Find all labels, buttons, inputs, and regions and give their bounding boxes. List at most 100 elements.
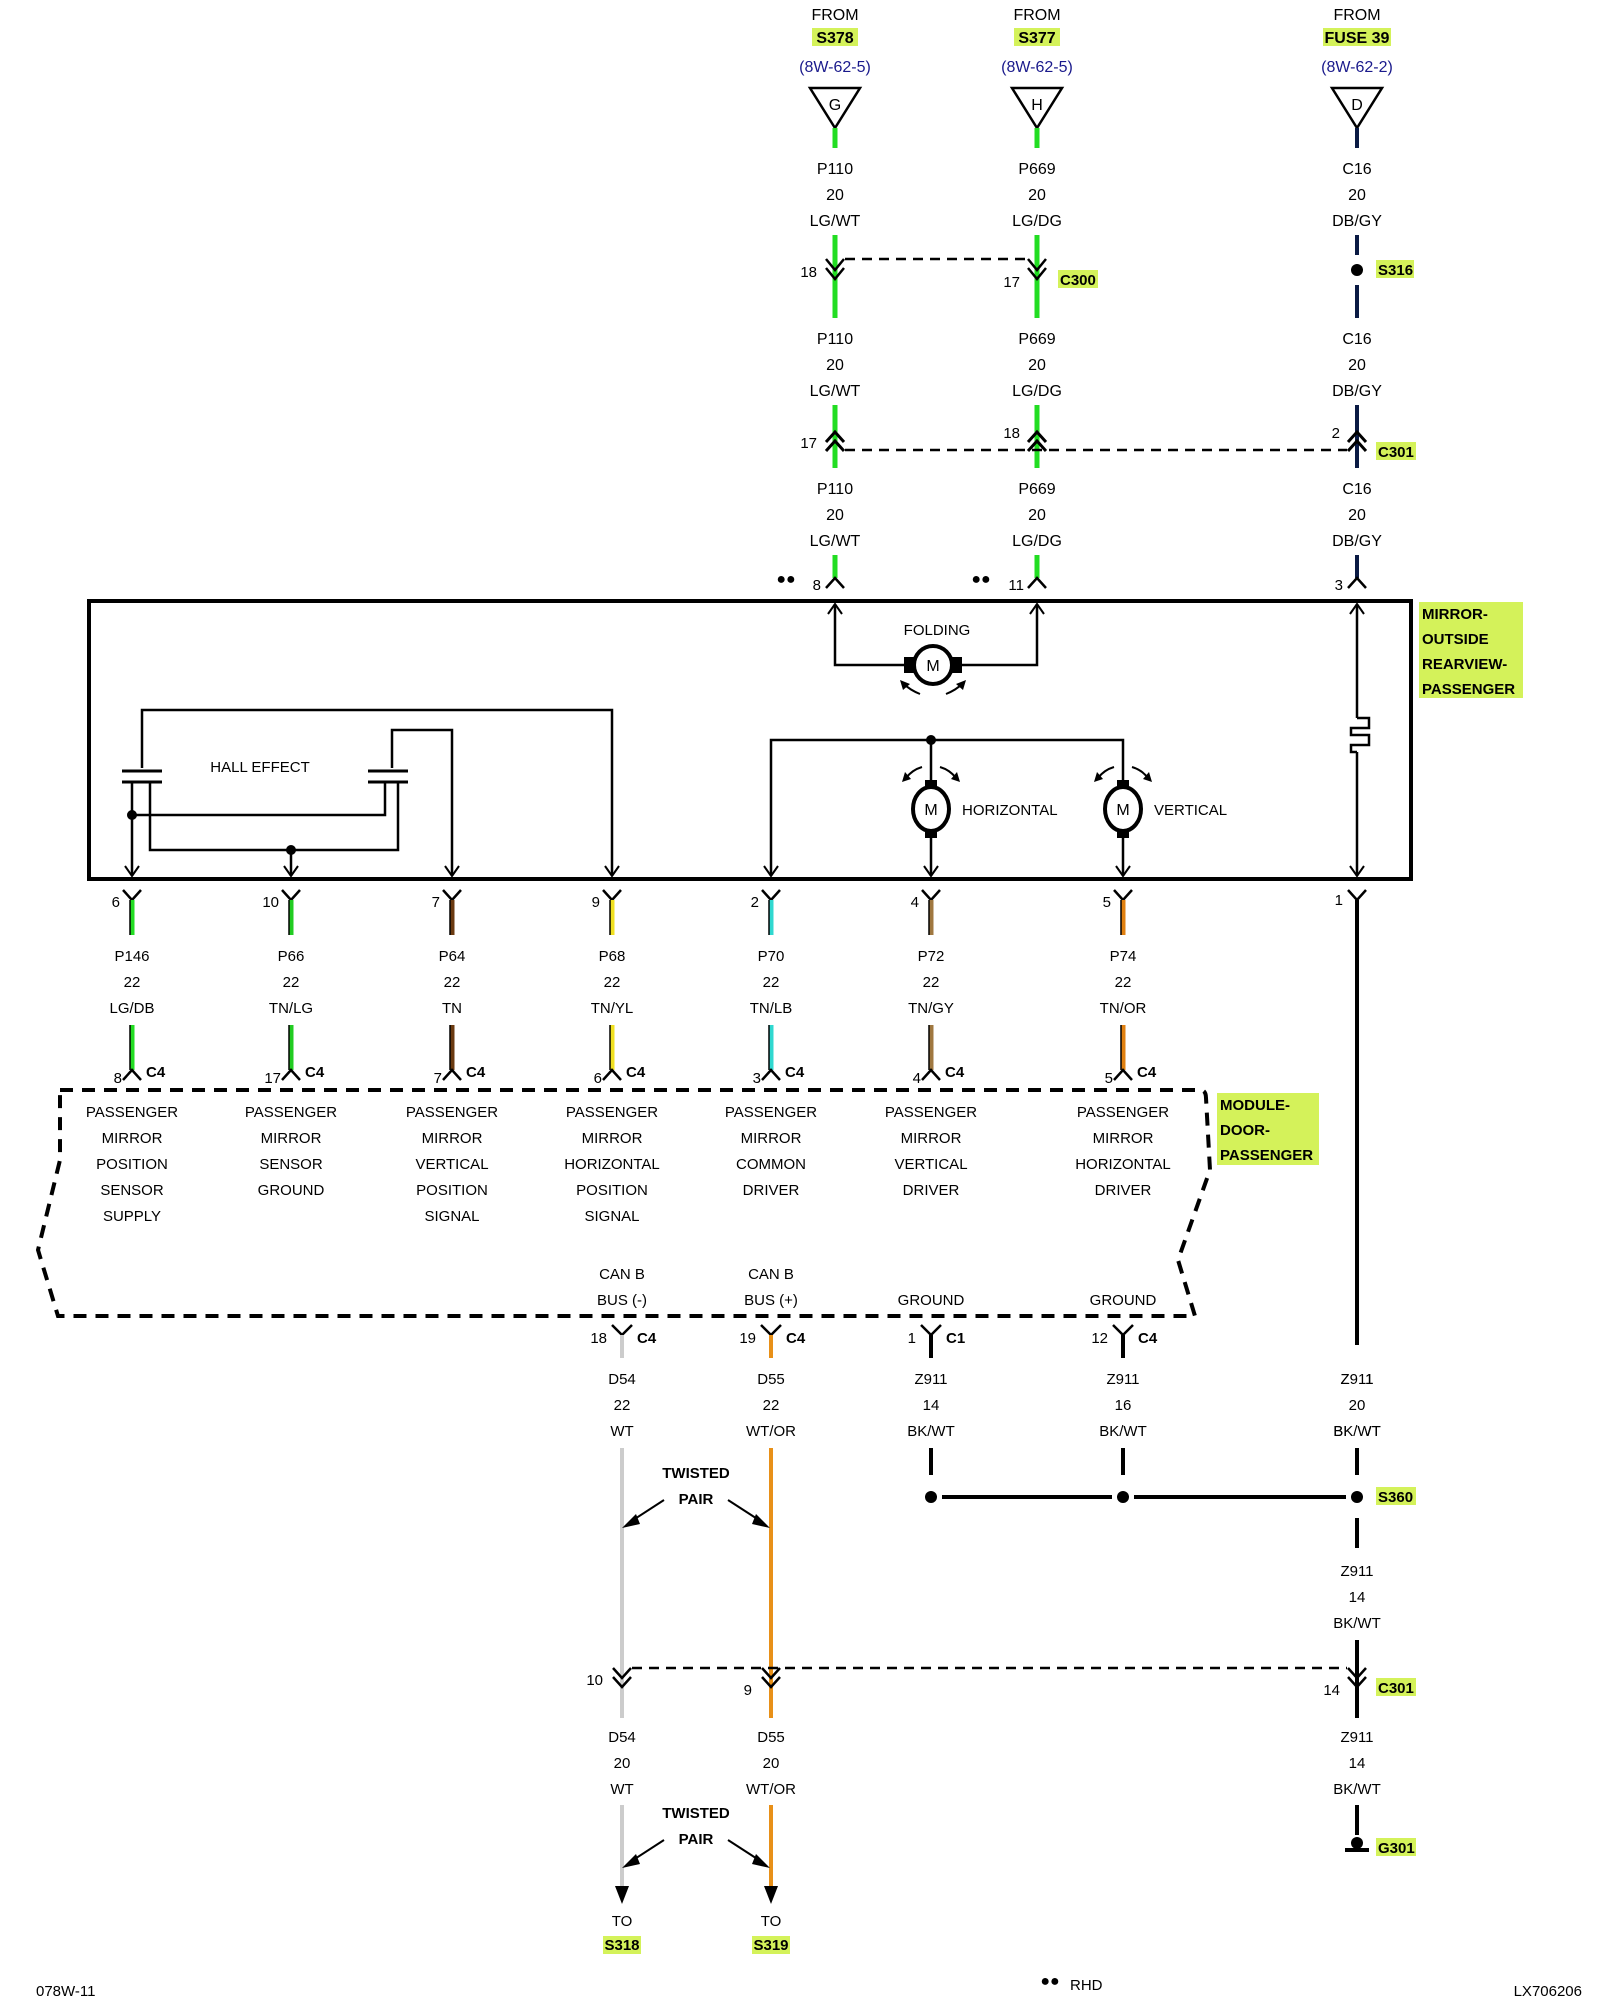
connector-c4-label[interactable]: C4 — [146, 1064, 166, 1081]
wire-color: DB/GY — [1332, 383, 1382, 400]
source-name[interactable]: S378 — [816, 30, 853, 47]
connector-c4-label[interactable]: C4 — [785, 1064, 805, 1081]
wire-gauge: 20 — [826, 507, 844, 524]
wire-label-z911-14: Z911 14 BK/WT — [907, 1371, 955, 1440]
connector-label[interactable]: C4 — [1138, 1330, 1158, 1347]
connector-c301-label[interactable]: C301 — [1378, 1680, 1414, 1697]
source-fuse-39: FROM FUSE 39 (8W-62-2) D — [1321, 7, 1393, 131]
connector-label[interactable]: C1 — [946, 1330, 965, 1347]
wire-gauge: 22 — [283, 974, 300, 991]
ground-icon — [1345, 1837, 1369, 1852]
connector-c4-label[interactable]: C4 — [1137, 1064, 1157, 1081]
svg-text:22: 22 — [763, 1397, 780, 1414]
male-terminal-icon — [122, 1068, 142, 1081]
wire-color: DB/GY — [1332, 533, 1382, 550]
pin-function-label: PASSENGER — [406, 1104, 498, 1121]
pin-number: 3 — [753, 1070, 761, 1087]
pin-number: 8 — [813, 577, 821, 594]
female-terminal-icon — [761, 889, 781, 902]
wire-gauge: 22 — [923, 974, 940, 991]
page-ref-link[interactable]: (8W-62-2) — [1321, 59, 1393, 76]
pin-function-label: POSITION — [96, 1156, 168, 1173]
mirror-label[interactable]: MIRROR- OUTSIDE REARVIEW- PASSENGER — [1422, 606, 1515, 698]
connector-triangle-icon — [1009, 86, 1065, 131]
page-id: 078W-11 — [36, 1983, 95, 2000]
pin-function-label: MIRROR — [102, 1130, 163, 1147]
rhd-marker-icon: ●● — [971, 571, 990, 588]
splice-s360-label[interactable]: S360 — [1378, 1489, 1413, 1506]
pin-number: 10 — [262, 894, 279, 911]
svg-text:BUS (+): BUS (+) — [744, 1292, 798, 1309]
pin-number: 4 — [913, 1070, 921, 1087]
svg-text:WT: WT — [610, 1423, 633, 1440]
pin-function-label: SENSOR — [259, 1156, 323, 1173]
connector-c4-label[interactable]: C4 — [466, 1064, 486, 1081]
connector-c4-label[interactable]: C4 — [945, 1064, 965, 1081]
svg-text:TWISTED: TWISTED — [662, 1805, 730, 1822]
pin-number: 6 — [112, 894, 120, 911]
connector-label[interactable]: C4 — [637, 1330, 657, 1347]
vertical-motor-label: VERTICAL — [1154, 802, 1227, 819]
source-name[interactable]: S377 — [1018, 30, 1055, 47]
svg-text:20: 20 — [763, 1755, 780, 1772]
pin-function-label: MIRROR — [422, 1130, 483, 1147]
splice-s316-label[interactable]: S316 — [1378, 262, 1413, 279]
circuit-code: C16 — [1342, 161, 1371, 178]
highlight — [603, 1936, 641, 1954]
pin-number: 18 — [800, 264, 817, 281]
module-label-line: DOOR- — [1220, 1122, 1270, 1139]
wire-label-p669-1: P669 20 LG/DG — [1012, 161, 1062, 230]
connector-triangle-icon — [807, 86, 863, 131]
pin-function-label: MIRROR — [582, 1130, 643, 1147]
wire-label-c16-1: C16 20 DB/GY — [1332, 161, 1382, 230]
circuit-code: P64 — [439, 948, 466, 965]
wire-color: DB/GY — [1332, 213, 1382, 230]
mirror-label-line: PASSENGER — [1422, 681, 1515, 698]
motor-icon — [1103, 785, 1143, 833]
highlight — [1376, 1678, 1416, 1696]
source-name[interactable]: FUSE 39 — [1325, 30, 1390, 47]
pin-function-label: MIRROR — [261, 1130, 322, 1147]
splice-s319-link[interactable]: S319 — [753, 1937, 788, 1954]
male-terminal-icon — [1347, 576, 1367, 589]
wire-label-p110-2: P110 20 LG/WT — [810, 331, 861, 400]
wire-color: LG/DG — [1012, 213, 1062, 230]
pin-number: 5 — [1103, 894, 1111, 911]
connector-c301-label[interactable]: C301 — [1378, 444, 1414, 461]
connector-c4-label[interactable]: C4 — [626, 1064, 646, 1081]
page-ref-link[interactable]: (8W-62-5) — [1001, 59, 1073, 76]
female-terminal-icon — [122, 889, 142, 902]
ground-g301-label[interactable]: G301 — [1378, 1840, 1415, 1857]
motor-symbol: M — [1116, 802, 1129, 819]
splice-dot-icon — [925, 1491, 937, 1503]
wire-label-z911-16: Z911 16 BK/WT — [1099, 1371, 1147, 1440]
connector-c4-label[interactable]: C4 — [305, 1064, 325, 1081]
pin-number: 9 — [744, 1682, 752, 1699]
module-label[interactable]: MODULE- DOOR- PASSENGER — [1220, 1097, 1313, 1164]
circuit-code: P110 — [817, 481, 853, 498]
wire-gauge: 20 — [1028, 357, 1046, 374]
highlight — [1376, 1487, 1416, 1505]
wire-gauge: 20 — [1348, 187, 1366, 204]
pin-function-label: GROUND — [258, 1182, 325, 1199]
wire-color: TN/GY — [908, 1000, 954, 1017]
male-terminal-icon — [825, 267, 845, 281]
wire-color: TN/YL — [591, 1000, 634, 1017]
mirror-label-line: OUTSIDE — [1422, 631, 1489, 648]
page-ref-link[interactable]: (8W-62-5) — [799, 59, 871, 76]
wire-label-d54-low: D54 20 WT — [608, 1729, 636, 1798]
male-terminal-icon — [1113, 1068, 1133, 1081]
pin-function-label: HORIZONTAL — [1075, 1156, 1171, 1173]
pin-function-label: VERTICAL — [894, 1156, 967, 1173]
pin-function-label: MIRROR — [741, 1130, 802, 1147]
pin-function-label: VERTICAL — [415, 1156, 488, 1173]
arrow-icon — [604, 865, 620, 878]
connector-c300-label[interactable]: C300 — [1060, 272, 1096, 289]
svg-text:PAIR: PAIR — [679, 1831, 714, 1848]
pin-function-label: HORIZONTAL — [564, 1156, 660, 1173]
connector-label[interactable]: C4 — [786, 1330, 806, 1347]
label-gap — [610, 1722, 634, 1804]
wire-gauge: 20 — [1349, 1397, 1366, 1414]
splice-s318-link[interactable]: S318 — [604, 1937, 639, 1954]
